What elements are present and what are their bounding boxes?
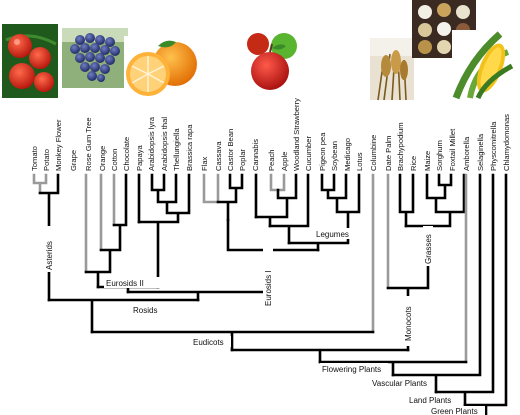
clade-eudicots: Eudicots [193,338,224,347]
taxon-arabidopsis-thal: Arabidopsis thal [160,117,169,171]
taxon-lotus: Lotus [355,152,364,171]
taxon-cassava: Cassava [214,141,223,171]
taxon-flax: Flax [200,156,209,171]
taxon-castor-bean: Castor Bean [226,129,235,171]
taxon-maize: Maize [423,151,432,171]
taxon-papaya: Papaya [135,144,144,171]
maize-photo [452,30,518,98]
clade-vascular-plants: Vascular Plants [372,379,427,388]
taxon-potato: Potato [42,149,51,171]
taxon-date-palm: Date Palm [384,136,393,171]
clade-green-plants: Green Plants [431,407,478,415]
taxon-labels: Tomato Potato Monkey Flower Grape Rose G… [30,98,511,171]
taxon-orange: Orange [98,146,107,171]
taxon-rose-gum-tree: Rose Gum Tree [84,117,93,171]
tomato-photo [2,24,58,98]
taxon-arabidopsis-lyra: Arabidopsis lyra [147,116,156,171]
taxon-apple: Apple [280,152,289,171]
orange-photo [124,36,200,102]
clade-eurosids-i: Eurosids I [264,270,273,306]
grapes-photo [62,28,128,88]
taxon-cotton: Cotton [110,149,119,171]
taxon-brachypodium: Brachypodium [396,122,405,171]
taxon-pigeon-pea: Pigeon pea [318,132,327,171]
taxon-chlamydomonas: Chlamydomonas [502,114,511,171]
clade-asterids: Asterids [45,241,54,270]
taxon-physcomitrella: Physcomitrella [489,121,498,171]
taxon-monkey-flower: Monkey Flower [54,119,63,171]
taxon-cannabis: Cannabis [251,139,260,171]
taxon-cucumber: Cucumber [304,136,313,171]
clade-flowering-plants: Flowering Plants [322,365,381,374]
clade-eurosids-ii: Eurosids II [106,279,144,288]
taxon-selaginella: Selaginella [476,133,485,171]
taxon-foxtail-millet: Foxtail Millet [448,128,457,171]
clade-land-plants: Land Plants [409,396,451,405]
apple-photo [246,28,297,92]
taxon-tomato: Tomato [30,146,39,171]
taxon-rice: Rice [409,156,418,171]
taxon-woodland-strawberry: Woodland Strawberry [292,98,301,171]
taxon-poplar: Poplar [238,149,247,171]
clade-rosids: Rosids [133,306,157,315]
clade-grasses: Grasses [424,234,433,264]
taxon-soybean: Soybean [330,141,339,171]
taxon-grape: Grape [69,150,78,171]
taxon-sorghum: Sorghum [435,140,444,171]
taxon-amborella: Amborella [462,136,471,171]
taxon-medicago: Medicago [343,138,352,171]
clade-legumes: Legumes [316,230,349,239]
taxon-peach: Peach [267,149,276,171]
taxon-chocolate: Chocolate [122,137,131,171]
taxon-brassica-rapa: Brassica rapa [185,124,194,171]
taxon-columbine: Columbine [369,135,378,171]
taxon-thellungiella: Thellungiella [172,128,181,171]
clade-monocots: Monocots [404,306,413,341]
rice-photo [370,38,414,100]
